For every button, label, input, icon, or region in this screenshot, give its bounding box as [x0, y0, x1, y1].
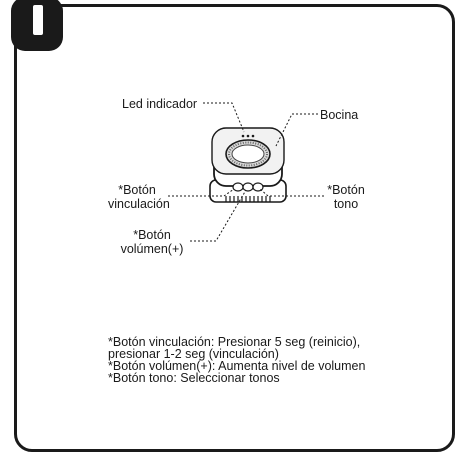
note-line: *Botón tono: Seleccionar tonos	[108, 371, 280, 385]
label-pair-button-line2: vinculación	[108, 197, 170, 211]
leader-led	[203, 102, 245, 133]
speaker-device	[209, 127, 287, 203]
note-line: *Botón volúmen(+): Aumenta nivel de volu…	[108, 359, 366, 373]
notes-block: *Botón vinculación: Presionar 5 seg (rei…	[108, 335, 408, 385]
bottom-vent	[225, 196, 271, 202]
label-tone-button-line2: tono	[333, 197, 359, 211]
led-indicator	[241, 134, 255, 138]
step-number-glyph	[33, 5, 43, 35]
label-pair-button: *Botón vinculación	[108, 183, 170, 211]
front-buttons	[232, 182, 264, 192]
label-tone-button-line1: *Botón	[327, 183, 365, 197]
label-volume-button-line2: volúmen(+)	[120, 242, 184, 256]
label-led: Led indicador	[122, 97, 198, 111]
note-line: *Botón vinculación: Presionar 5 seg (rei…	[108, 335, 361, 349]
instruction-card	[11, 0, 455, 452]
leader-pair-button	[168, 188, 235, 197]
leader-speaker	[275, 113, 318, 147]
leader-volume-button	[190, 189, 247, 242]
label-volume-button-line1: *Botón	[133, 228, 171, 242]
label-volume-button: *Botón volúmen(+)	[115, 228, 189, 256]
label-tone-button: *Botón tono	[322, 183, 370, 211]
step-badge	[11, 0, 63, 51]
label-speaker: Bocina	[320, 108, 359, 122]
note-line: presionar 1-2 seg (vinculación)	[108, 347, 279, 361]
label-pair-button-line1: *Botón	[118, 183, 156, 197]
leader-tone-button	[259, 188, 324, 197]
